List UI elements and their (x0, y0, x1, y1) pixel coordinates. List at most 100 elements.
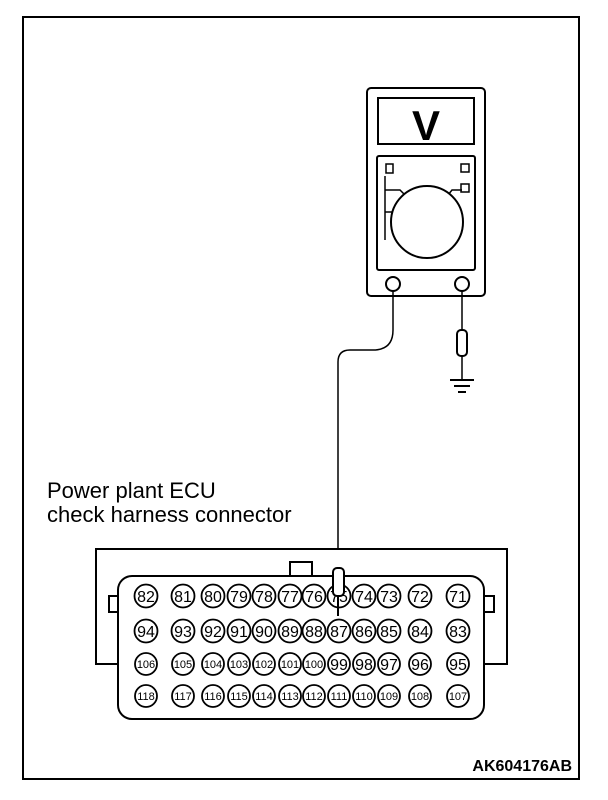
pin-105[interactable]: 105 (171, 652, 195, 676)
pin-circle (377, 684, 401, 708)
pin-circle (376, 618, 402, 644)
pin-circle (278, 652, 302, 676)
pin-89[interactable]: 89 (277, 618, 303, 644)
pin-108[interactable]: 108 (408, 684, 432, 708)
pin-number: 104 (204, 659, 222, 671)
pin-98[interactable]: 98 (352, 652, 376, 676)
pin-number: 118 (137, 691, 155, 703)
pin-78[interactable]: 78 (251, 583, 277, 609)
connector-lock-tab (289, 561, 313, 577)
pin-circle (445, 618, 471, 644)
probe-tip-body (332, 567, 345, 597)
pin-87[interactable]: 87 (326, 618, 352, 644)
pin-number: 99 (330, 657, 348, 674)
pin-circle (351, 583, 377, 609)
pin-circle (407, 583, 433, 609)
pin-77[interactable]: 77 (277, 583, 303, 609)
pin-109[interactable]: 109 (377, 684, 401, 708)
pin-88[interactable]: 88 (301, 618, 327, 644)
pin-112[interactable]: 112 (302, 684, 326, 708)
ground-lead (450, 290, 474, 393)
pin-number: 85 (380, 624, 398, 641)
pin-111[interactable]: 111 (327, 684, 351, 708)
pin-74[interactable]: 74 (351, 583, 377, 609)
pin-103[interactable]: 103 (227, 652, 251, 676)
pin-71[interactable]: 71 (445, 583, 471, 609)
pin-76[interactable]: 76 (301, 583, 327, 609)
pin-116[interactable]: 116 (201, 684, 225, 708)
pin-91[interactable]: 91 (226, 618, 252, 644)
pin-number: 116 (204, 691, 222, 703)
pin-circle (251, 618, 277, 644)
pin-number: 94 (137, 624, 155, 641)
pin-number: 91 (230, 624, 248, 641)
pin-circle (377, 652, 401, 676)
pin-85[interactable]: 85 (376, 618, 402, 644)
pin-79[interactable]: 79 (226, 583, 252, 609)
pin-95[interactable]: 95 (446, 652, 470, 676)
pin-circle (408, 652, 432, 676)
connector-side-tab-right (483, 595, 495, 613)
pin-101[interactable]: 101 (278, 652, 302, 676)
pin-110[interactable]: 110 (352, 684, 376, 708)
pin-number: 117 (174, 691, 192, 703)
pin-117[interactable]: 117 (171, 684, 195, 708)
pin-104[interactable]: 104 (201, 652, 225, 676)
pin-86[interactable]: 86 (351, 618, 377, 644)
pin-number: 101 (281, 659, 299, 671)
pin-90[interactable]: 90 (251, 618, 277, 644)
pin-80[interactable]: 80 (200, 583, 226, 609)
pin-circle (376, 583, 402, 609)
pin-circle (302, 684, 326, 708)
pin-circle (327, 684, 351, 708)
pin-102[interactable]: 102 (252, 652, 276, 676)
pin-106[interactable]: 106 (134, 652, 158, 676)
pin-114[interactable]: 114 (252, 684, 276, 708)
figure-frame (22, 16, 580, 780)
pin-number: 80 (204, 589, 222, 606)
pin-99[interactable]: 99 (327, 652, 351, 676)
pin-circle (446, 684, 470, 708)
pin-83[interactable]: 83 (445, 618, 471, 644)
pin-number: 88 (305, 624, 323, 641)
pin-circle (227, 652, 251, 676)
pin-113[interactable]: 113 (278, 684, 302, 708)
pin-number: 111 (331, 691, 348, 703)
pin-number: 78 (255, 589, 273, 606)
pin-number: 81 (174, 589, 192, 606)
pin-82[interactable]: 82 (133, 583, 159, 609)
ground-probe (456, 329, 468, 357)
pin-number: 83 (449, 624, 467, 641)
pin-number: 73 (380, 589, 398, 606)
pin-94[interactable]: 94 (133, 618, 159, 644)
pin-circle (352, 652, 376, 676)
pin-84[interactable]: 84 (407, 618, 433, 644)
pin-92[interactable]: 92 (200, 618, 226, 644)
pin-number: 76 (305, 589, 323, 606)
pin-81[interactable]: 81 (170, 583, 196, 609)
pin-107[interactable]: 107 (446, 684, 470, 708)
pin-number: 115 (230, 691, 248, 703)
multimeter-display-symbol: V (412, 102, 440, 149)
pin-93[interactable]: 93 (170, 618, 196, 644)
pin-96[interactable]: 96 (408, 652, 432, 676)
pin-circle (445, 583, 471, 609)
pin-number: 86 (355, 624, 373, 641)
pin-circle (170, 583, 196, 609)
pin-115[interactable]: 115 (227, 684, 251, 708)
pin-circle (134, 652, 158, 676)
pin-circle (301, 583, 327, 609)
pin-circle (302, 652, 326, 676)
connector-label-line-2: check harness connector (47, 502, 292, 527)
pin-73[interactable]: 73 (376, 583, 402, 609)
pin-118[interactable]: 118 (134, 684, 158, 708)
pin-circle (408, 684, 432, 708)
pin-circle (201, 652, 225, 676)
pin-97[interactable]: 97 (377, 652, 401, 676)
selector-dial[interactable] (390, 185, 464, 259)
connector-label-line-1: Power plant ECU (47, 478, 216, 503)
pin-72[interactable]: 72 (407, 583, 433, 609)
pin-circle (170, 618, 196, 644)
pin-100[interactable]: 100 (302, 652, 326, 676)
